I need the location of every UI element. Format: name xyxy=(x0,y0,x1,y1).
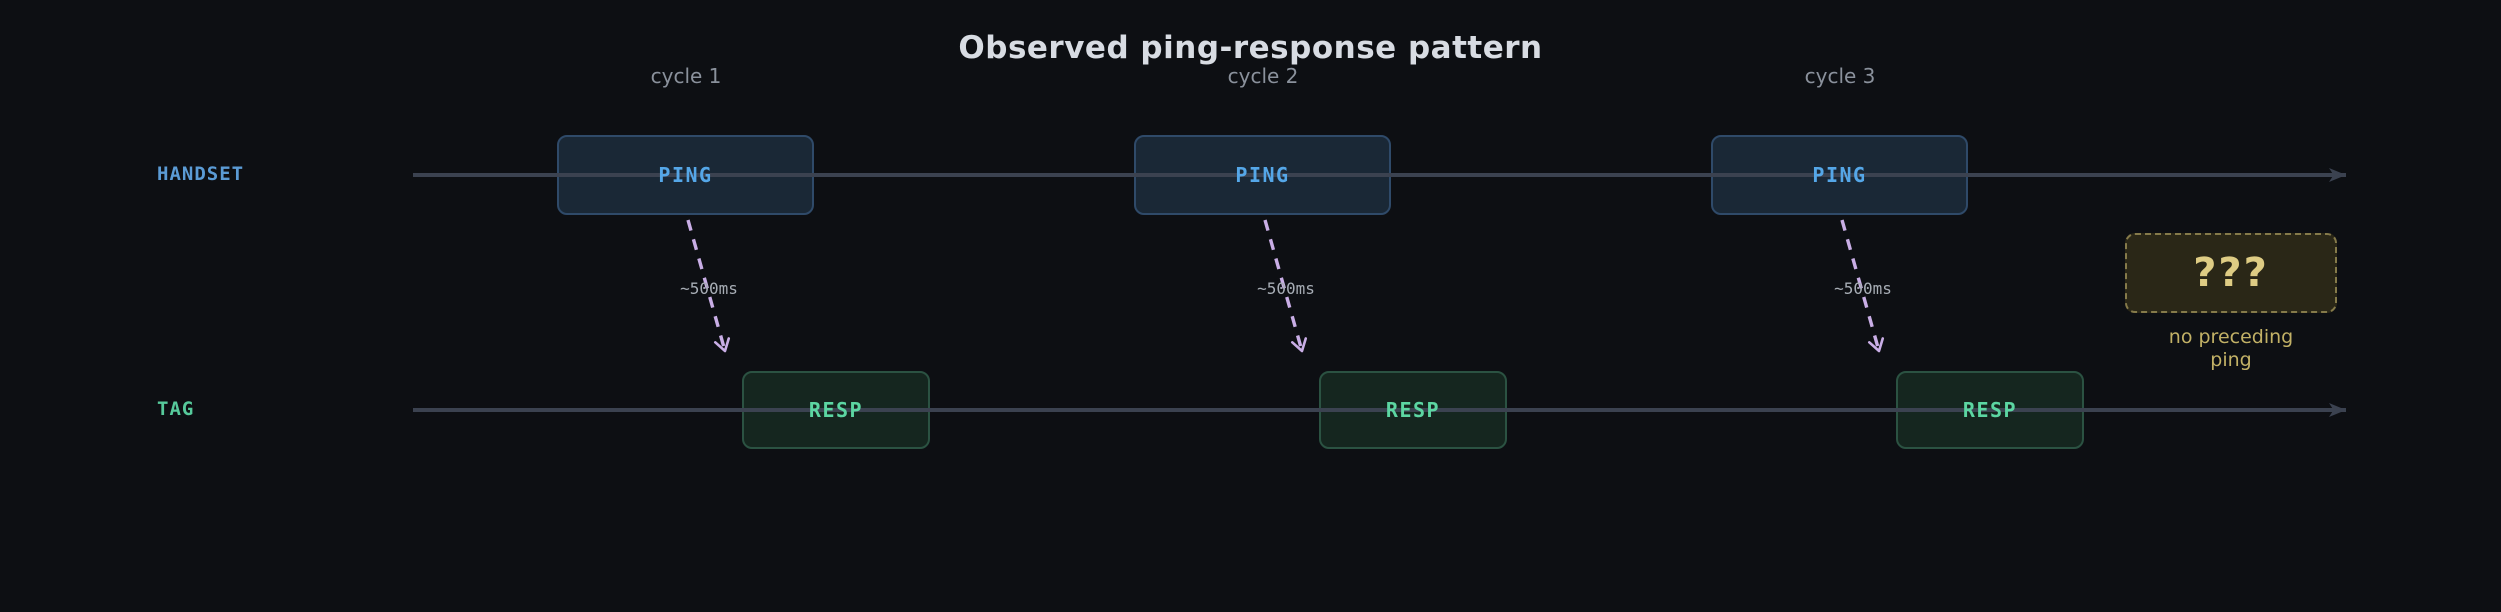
ping-node-2-label: PING xyxy=(1235,163,1290,187)
latency-label-2: ~500ms xyxy=(1257,279,1315,298)
ping-node-1-label: PING xyxy=(658,163,713,187)
latency-label-1: ~500ms xyxy=(680,279,738,298)
ping-node-3-label: PING xyxy=(1812,163,1867,187)
resp-node-2-label: RESP xyxy=(1385,398,1441,422)
anomaly-node-label: ??? xyxy=(2193,250,2269,296)
diagram-title: Observed ping-response pattern xyxy=(958,30,1543,66)
tag-lane-label: TAG xyxy=(157,398,195,420)
anomaly-caption-line-2: ping xyxy=(2210,349,2252,371)
handset-lane-label: HANDSET xyxy=(157,163,245,185)
cycle-3-label: cycle 3 xyxy=(1804,64,1876,88)
resp-node-1-label: RESP xyxy=(808,398,864,422)
latency-label-3: ~500ms xyxy=(1834,279,1892,298)
cycle-1-label: cycle 1 xyxy=(650,64,722,88)
anomaly-node xyxy=(2125,233,2337,313)
resp-node-3-label: RESP xyxy=(1962,398,2018,422)
anomaly-caption: no preceding ping xyxy=(2131,326,2331,372)
cycle-2-label: cycle 2 xyxy=(1227,64,1299,88)
anomaly-caption-line-1: no preceding xyxy=(2168,326,2294,348)
